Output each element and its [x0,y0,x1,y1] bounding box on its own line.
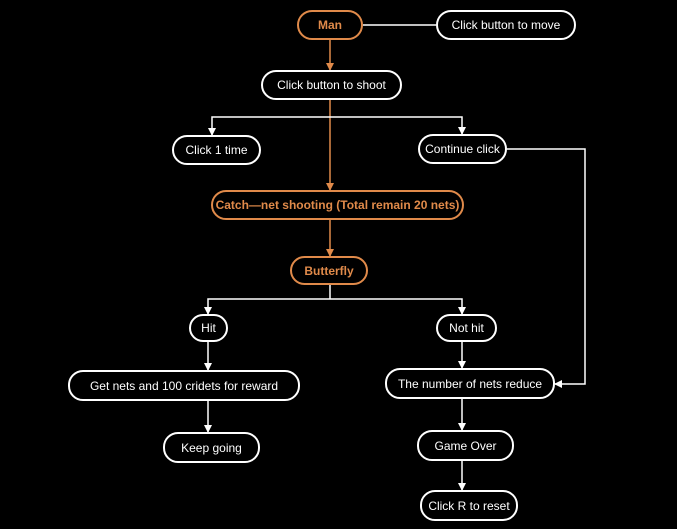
edge-shoot-click-once [208,116,330,136]
edge-shoot-continue [330,116,466,135]
node-reward: Get nets and 100 cridets for reward [68,370,300,401]
edge-continue-nets-reduce [507,148,586,388]
node-click-to-move: Click button to move [436,10,576,40]
edge-butterfly-hit [204,298,330,315]
node-catch-net-shooting: Catch—net shooting (Total remain 20 nets… [211,190,464,220]
node-not-hit: Not hit [436,314,497,342]
node-nets-reduce: The number of nets reduce [385,368,555,399]
node-click-to-shoot: Click button to shoot [261,70,402,100]
edge-butterfly-not-hit [330,298,466,315]
node-keep-going: Keep going [163,432,260,463]
node-butterfly: Butterfly [290,256,368,285]
node-man: Man [297,10,363,40]
node-click-once: Click 1 time [172,135,261,165]
node-continue-click: Continue click [418,134,507,164]
node-game-over: Game Over [417,430,514,461]
node-hit: Hit [189,314,228,342]
node-reset: Click R to reset [420,490,518,521]
